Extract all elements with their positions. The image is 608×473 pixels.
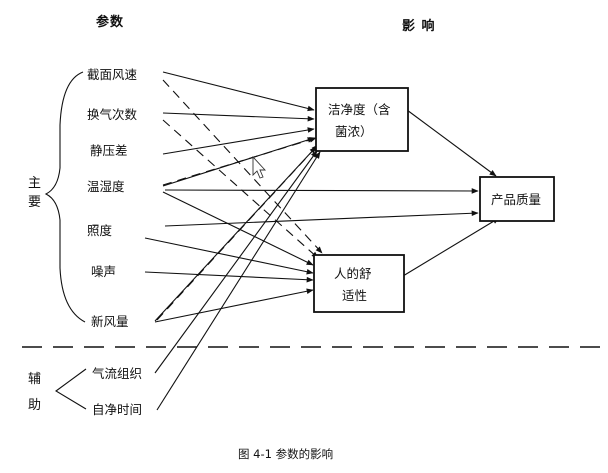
param-cross-section-velocity: 截面风速 — [87, 67, 138, 82]
param-fresh-air-volume: 新风量 — [91, 314, 129, 329]
param-self-cleaning-time: 自净时间 — [92, 402, 142, 417]
arrow-illuminance-to-comfort — [144, 237, 314, 275]
param-air-changes: 换气次数 — [87, 107, 138, 122]
param-airflow-pattern: 气流组织 — [92, 366, 142, 381]
param-illuminance: 照度 — [87, 223, 113, 238]
arrow-humidity-to-comfort — [162, 191, 314, 266]
arrow-cleanliness-to-quality — [406, 109, 497, 177]
dashed-air-changes-to-comfort — [162, 119, 319, 259]
group-aux-char-2: 助 — [28, 398, 41, 413]
param-temperature-humidity: 温湿度 — [87, 179, 125, 194]
figure-caption: 图 4-1 参数的影响 — [238, 447, 333, 461]
arrow-noise-to-comfort — [144, 271, 314, 283]
dashed-humidity-to-cleanliness — [162, 137, 317, 186]
dashed-velocity-to-comfort — [162, 79, 323, 254]
arrow-pressure-to-cleanliness — [162, 127, 315, 155]
box-quality-label: 产品质量 — [491, 192, 541, 207]
group-aux-char-1: 辅 — [28, 372, 41, 387]
params-heading: 参数 — [96, 14, 124, 30]
group-main-char-2: 要 — [28, 195, 41, 210]
box-cleanliness: 洁净度（含 菌浓） — [315, 87, 409, 152]
param-static-pressure-diff: 静压差 — [90, 143, 128, 158]
aux-group-brace — [55, 368, 87, 410]
mouse-cursor-icon — [252, 155, 267, 179]
box-cleanliness-line-2: 菌浓） — [335, 124, 373, 139]
param-noise: 噪声 — [91, 264, 116, 279]
arrow-humidity-to-quality — [164, 188, 479, 194]
box-product-quality: 产品质量 — [479, 176, 555, 222]
box-cleanliness-line-1: 洁净度（含 — [328, 102, 391, 117]
box-comfort-line-2: 适性 — [342, 288, 367, 303]
arrow-velocity-to-cleanliness — [162, 71, 315, 112]
arrow-illuminance-to-quality — [164, 210, 479, 227]
dashed-fresh-air-to-cleanliness — [156, 144, 319, 321]
arrow-fresh-air-to-comfort — [154, 288, 314, 323]
effects-heading: 影 响 — [402, 18, 436, 34]
arrow-comfort-to-quality — [402, 217, 500, 277]
arrow-self-clean-to-cleanliness — [156, 151, 321, 411]
box-comfort-line-1: 人的舒 — [334, 266, 372, 281]
arrow-air-changes-to-cleanliness — [162, 112, 315, 122]
group-main-char-1: 主 — [28, 176, 41, 191]
arrow-airflow-to-cleanliness — [154, 150, 318, 374]
box-human-comfort: 人的舒 适性 — [313, 254, 405, 313]
main-group-brace — [44, 71, 86, 323]
